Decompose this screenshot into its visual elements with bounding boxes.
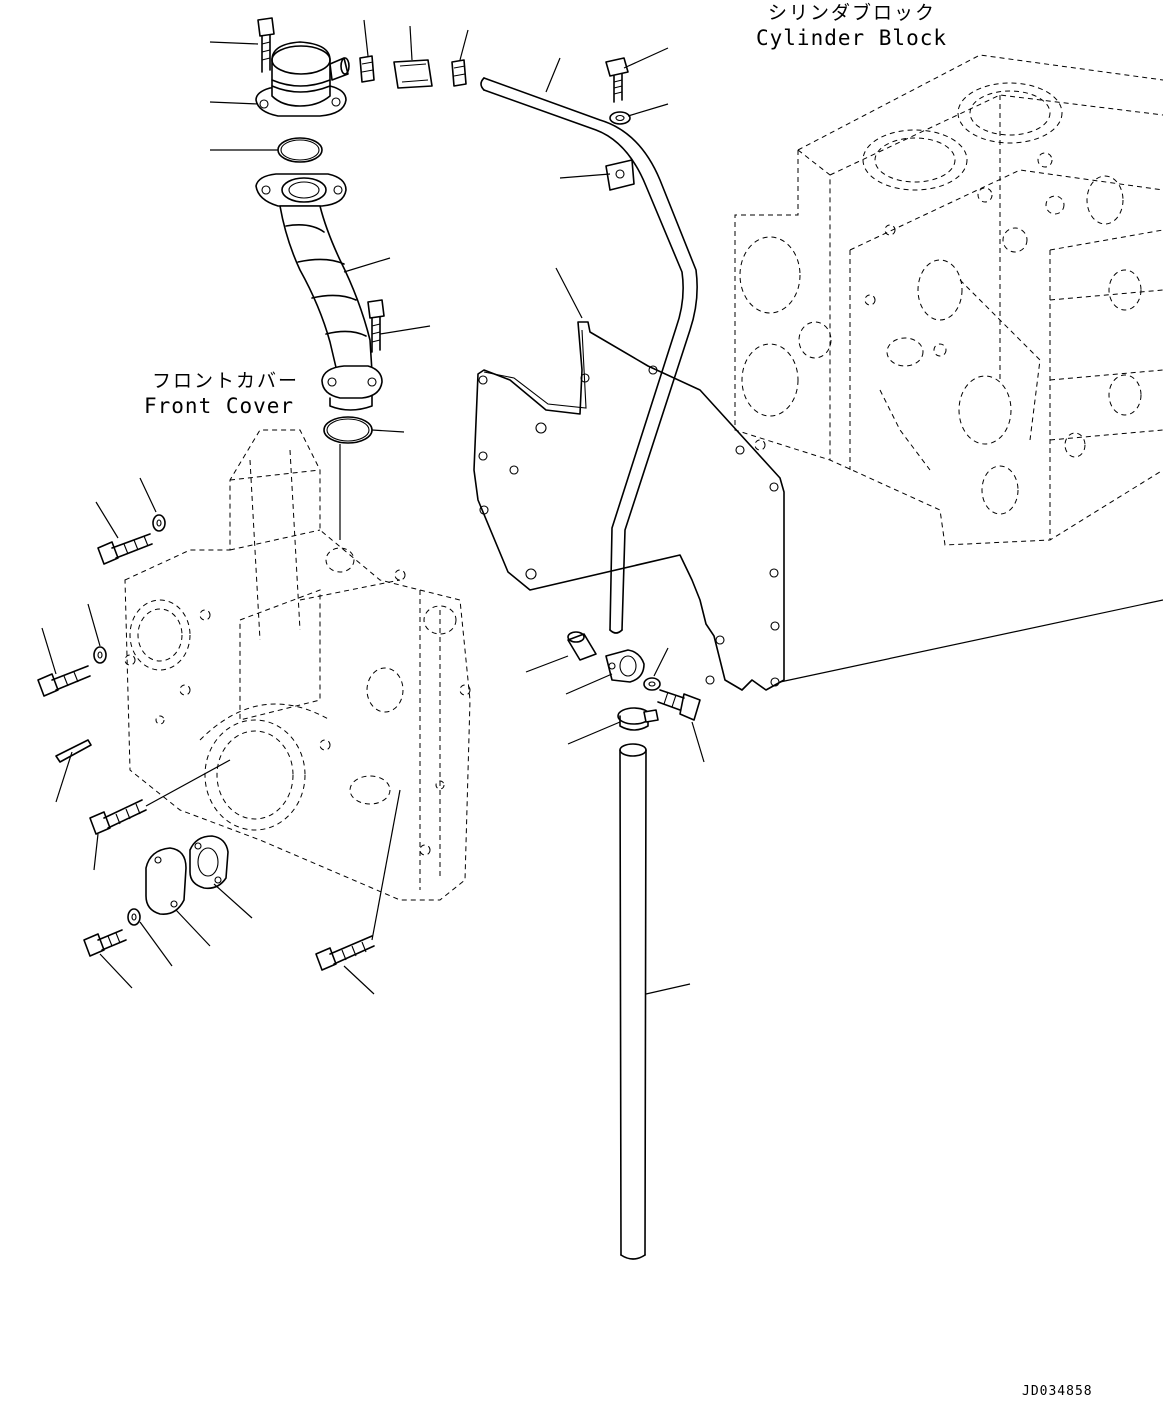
o-ring-upper	[277, 137, 323, 163]
bolt-cover-1	[97, 533, 153, 565]
bolt-cover-3	[89, 759, 231, 835]
elbow-pipe	[255, 173, 383, 411]
bolt-cover-4	[315, 789, 401, 971]
bolt-clip	[657, 689, 701, 721]
bolt-bracket	[605, 57, 629, 103]
o-ring-lower	[323, 416, 373, 540]
bolt-mid	[367, 299, 385, 353]
gasket-plate	[189, 835, 229, 890]
front-cover-label-jp: フロントカバー	[152, 370, 300, 392]
hose-clamp-small-1	[359, 55, 375, 83]
cylinder-block	[734, 54, 1163, 546]
gasket-front	[473, 321, 1163, 691]
washer-cover-2	[93, 646, 107, 664]
blind-plate	[145, 847, 187, 916]
callout-leaders	[41, 19, 705, 995]
bolt-plate	[83, 929, 127, 957]
washer-bracket	[609, 111, 631, 125]
breather-tube	[480, 77, 698, 634]
clip	[605, 649, 645, 683]
front-cover	[124, 429, 471, 901]
washer-plate	[127, 908, 141, 926]
breather-housing	[255, 41, 350, 117]
hose-connector	[393, 59, 433, 89]
drain-tube	[619, 743, 647, 1260]
bolt-top-left	[257, 17, 275, 73]
front-cover-label-en: Front Cover	[144, 394, 295, 418]
pin	[55, 739, 92, 763]
bolt-cover-2	[37, 665, 91, 697]
drawing-code: JD034858	[1022, 1384, 1093, 1399]
washer-clip	[643, 677, 661, 691]
hose-clamp-small-2	[451, 59, 467, 87]
spacer	[567, 631, 597, 661]
hose-clamp	[617, 707, 659, 731]
cylinder-block-label-en: Cylinder Block	[756, 26, 948, 50]
washer-cover-1	[152, 514, 166, 532]
cylinder-block-label-jp: シリンダブロック	[768, 2, 937, 24]
